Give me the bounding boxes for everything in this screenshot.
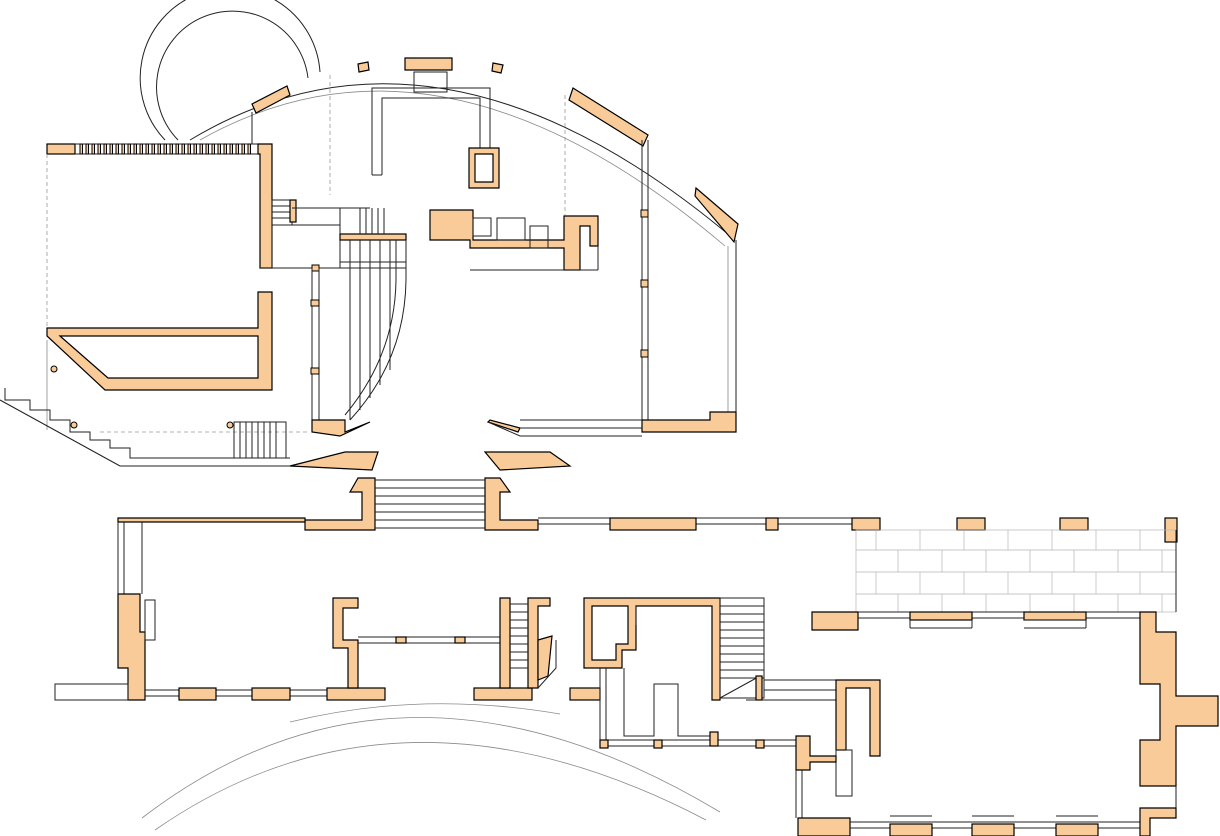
louver-slat bbox=[193, 143, 197, 155]
louver-slat bbox=[217, 143, 221, 155]
louver-slat bbox=[91, 143, 95, 155]
louver-slat bbox=[121, 143, 125, 155]
louver-slat bbox=[103, 143, 107, 155]
louver-slat bbox=[169, 143, 173, 155]
service-core bbox=[583, 597, 800, 749]
lower-left-wall bbox=[54, 522, 156, 701]
closet-block bbox=[795, 679, 881, 797]
connector-stair bbox=[304, 477, 539, 531]
interior-partition bbox=[332, 597, 500, 689]
louver-slat bbox=[241, 143, 245, 155]
louver-slat bbox=[181, 143, 185, 155]
curved-drive bbox=[141, 703, 721, 831]
arc-wall-segments bbox=[251, 57, 739, 244]
louver-slat bbox=[175, 143, 179, 155]
louver-slat bbox=[145, 143, 149, 155]
louver-slat bbox=[139, 143, 143, 155]
louver-slat bbox=[115, 143, 119, 155]
pavilion-right-wall bbox=[640, 140, 737, 433]
fireplace bbox=[468, 147, 500, 189]
louver-slat bbox=[157, 143, 161, 155]
lower-top-wall bbox=[117, 517, 1178, 543]
louver-slat bbox=[97, 143, 101, 155]
lower-wing bbox=[54, 517, 1219, 836]
exterior-stair-left bbox=[0, 388, 310, 467]
louver-slat bbox=[187, 143, 191, 155]
paved-terrace bbox=[855, 529, 1177, 613]
louver-slat bbox=[223, 143, 227, 155]
right-stair bbox=[719, 597, 836, 701]
left-wing bbox=[46, 143, 273, 430]
louver-slat bbox=[79, 143, 83, 155]
mid-right-walls bbox=[811, 611, 1140, 631]
u-counter bbox=[371, 71, 491, 176]
louver-slat bbox=[109, 143, 113, 155]
louver-slat bbox=[85, 143, 89, 155]
louver-slat bbox=[163, 143, 167, 155]
louver-slat bbox=[127, 143, 131, 155]
louver-slat bbox=[229, 143, 233, 155]
louver-slat bbox=[247, 143, 251, 155]
entry-walls bbox=[289, 419, 642, 471]
louver-slat bbox=[235, 143, 239, 155]
upper-pavilion bbox=[0, 0, 739, 471]
stair-lower-left bbox=[233, 421, 287, 459]
middle-stair-core bbox=[499, 597, 557, 689]
main-curved-stair bbox=[251, 112, 407, 421]
circular-ring bbox=[139, 0, 321, 141]
louver-slat bbox=[205, 143, 209, 155]
east-walls bbox=[795, 530, 1219, 836]
louver-slat bbox=[211, 143, 215, 155]
louver-slat bbox=[133, 143, 137, 155]
kitchen-core bbox=[429, 209, 599, 271]
louver-slat bbox=[151, 143, 155, 155]
louver-screen bbox=[75, 143, 258, 155]
lower-bottom-wall-left bbox=[145, 687, 601, 701]
louver-slat bbox=[199, 143, 203, 155]
